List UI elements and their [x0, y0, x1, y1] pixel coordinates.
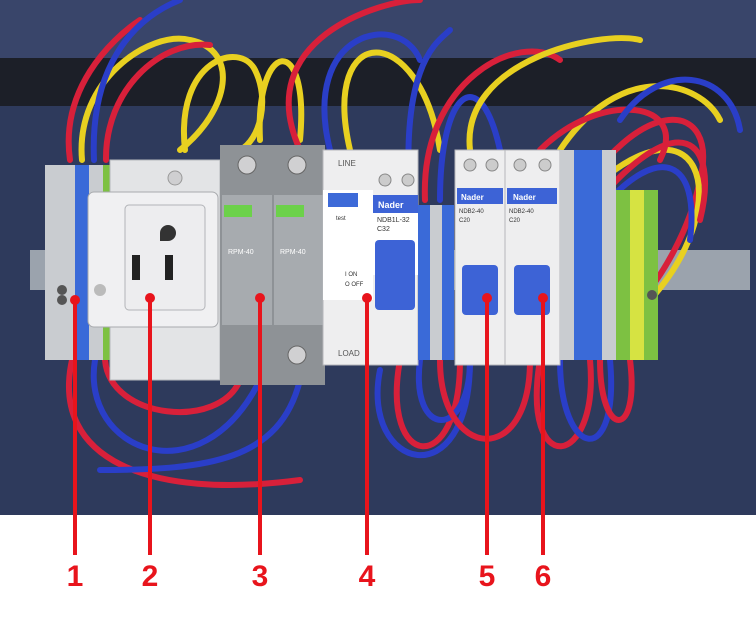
rcbo-on-label: I ON — [345, 272, 357, 278]
spd-label-right: RPM-40 — [280, 249, 306, 256]
mcb5-model: NDB2-40 — [459, 209, 484, 215]
cable-duct — [0, 58, 756, 106]
ground-hole — [160, 225, 176, 241]
callout-label-5: 5 — [478, 560, 496, 593]
outlet-slot-left — [132, 255, 140, 280]
test-button — [328, 193, 358, 207]
mcb6-brand: Nader — [513, 193, 536, 202]
mcb5-brand: Nader — [461, 193, 484, 202]
mcb6-model: NDB2-40 — [509, 209, 534, 215]
rcbo-model: NDB1L-32 — [377, 217, 410, 224]
callout-label-2: 2 — [141, 560, 159, 593]
top-wires — [65, 0, 743, 303]
callout-label-3: 3 — [251, 560, 269, 593]
mcb5-rating: C20 — [459, 218, 471, 224]
outlet-slot-right — [165, 255, 173, 280]
mcb6-rating: C20 — [509, 218, 521, 224]
surge-protector: RPM-40 RPM-40 — [220, 145, 325, 385]
rcbo-brand: Nader — [378, 200, 404, 210]
rcbo-rating: C32 — [377, 226, 390, 233]
rcbo-test-label: test — [336, 216, 346, 222]
rcbo-off-label: O OFF — [345, 282, 364, 288]
rcbo-line-label: LINE — [338, 159, 356, 168]
right-terminal-block — [560, 150, 658, 360]
callout-label-4: 4 — [358, 560, 376, 593]
mcb-breaker-5: Nader NDB2-40 C20 — [454, 149, 506, 366]
middle-terminal-block — [418, 205, 454, 360]
rcbo-toggle — [375, 240, 415, 310]
callout-lines — [70, 293, 548, 555]
mcb-breaker-6: Nader NDB2-40 C20 — [504, 149, 561, 366]
spd-label-left: RPM-40 — [228, 249, 254, 256]
rcbo-load-label: LOAD — [338, 349, 360, 358]
callout-label-1: 1 — [66, 560, 84, 593]
power-outlet — [87, 159, 221, 381]
rcbo-breaker: Nader NDB1L-32 C32 LINE LOAD test I ON O… — [322, 149, 419, 366]
callout-label-6: 6 — [534, 560, 552, 593]
mcb5-toggle — [462, 265, 498, 315]
